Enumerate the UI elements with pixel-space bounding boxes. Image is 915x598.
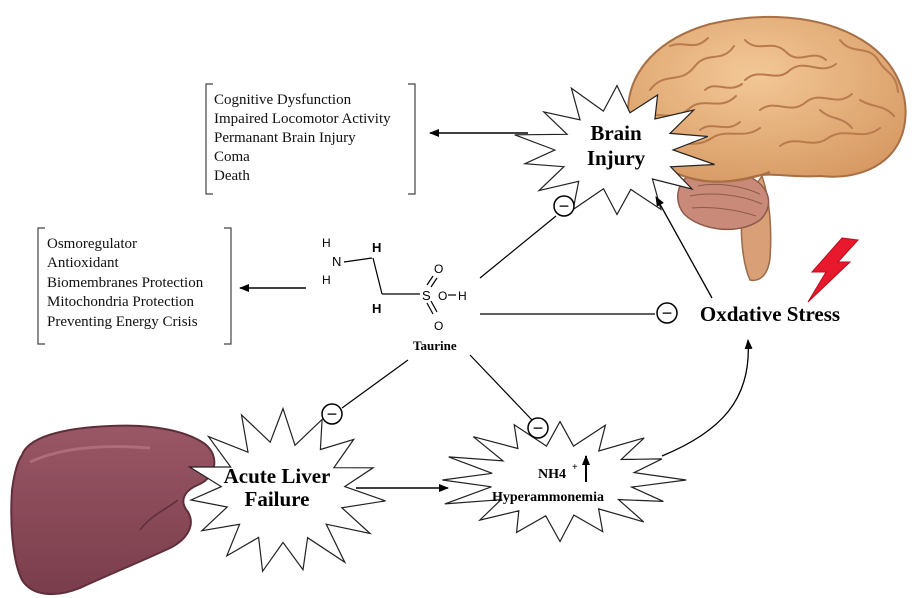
- atom-n: N: [332, 254, 341, 269]
- brain-injury-burst: [514, 84, 715, 216]
- brain-effects-list: Cognitive Dysfunction Impaired Locomotor…: [205, 83, 416, 195]
- atom-o: O: [438, 289, 447, 303]
- svg-text:−: −: [662, 303, 673, 323]
- brain-effect-item: Coma: [214, 149, 250, 165]
- nh4-charge: +: [572, 462, 578, 473]
- lightning-icon: [807, 237, 860, 303]
- inhibition-icon: −: [321, 403, 343, 425]
- atom-o: O: [434, 319, 443, 333]
- hyperammonemia-label: NH4 + Hyperammonemia: [492, 455, 604, 505]
- brain-effect-item: Death: [214, 168, 250, 184]
- arrow-hyper-to-oxidative: [661, 339, 753, 457]
- nh4-label: NH4: [538, 467, 566, 482]
- svg-text:Injury: Injury: [587, 146, 646, 170]
- atom-s: S: [422, 288, 431, 303]
- taurine-label: Taurine: [413, 338, 457, 353]
- atom-o: O: [434, 262, 443, 276]
- svg-text:Acute Liver: Acute Liver: [224, 464, 331, 488]
- taurine-role-item: Biomembranes Protection: [47, 275, 204, 291]
- atom-h: H: [372, 240, 381, 255]
- arrow-oxidative-to-brain: [655, 196, 713, 299]
- taurine-role-item: Osmoregulator: [47, 236, 137, 252]
- acute-liver-failure-burst: [187, 406, 386, 573]
- brain-effect-item: Cognitive Dysfunction: [214, 92, 352, 108]
- svg-text:Brain: Brain: [590, 121, 642, 145]
- atom-h: H: [322, 273, 331, 287]
- inhibition-icon: −: [656, 302, 678, 324]
- taurine-roles-list: Osmoregulator Antioxidant Biomembranes P…: [37, 227, 232, 345]
- hyperammonemia-burst: [442, 420, 687, 543]
- brain-effect-item: Impaired Locomotor Activity: [214, 111, 391, 127]
- hyperammonemia-text: Hyperammonemia: [492, 490, 604, 505]
- liver-illustration: [10, 424, 216, 596]
- taurine-role-item: Mitochondria Protection: [47, 294, 195, 310]
- svg-text:−: −: [559, 196, 570, 216]
- svg-text:Failure: Failure: [245, 487, 310, 511]
- taurine-role-item: Preventing Energy Crisis: [47, 314, 198, 330]
- inhibit-taurine-brain: [479, 215, 557, 279]
- taurine-structure: H N H H H S O O O H Taurine: [322, 236, 467, 353]
- atom-h: H: [458, 289, 467, 303]
- atom-h: H: [372, 301, 381, 316]
- brain-effect-item: Permanant Brain Injury: [214, 130, 356, 146]
- acute-liver-failure-label: Acute Liver Failure: [224, 464, 331, 511]
- brain-injury-label: Brain Injury: [587, 121, 646, 170]
- svg-text:−: −: [327, 404, 338, 424]
- inhibition-icon: −: [553, 195, 575, 217]
- svg-text:−: −: [533, 418, 544, 438]
- atom-h: H: [322, 236, 331, 250]
- inhibit-taurine-liver: [341, 359, 409, 409]
- inhibition-icon: −: [527, 417, 549, 439]
- oxidative-stress-label: Oxdative Stress: [700, 302, 840, 326]
- inhibit-taurine-hyper: [469, 354, 533, 421]
- taurine-role-item: Antioxidant: [47, 255, 119, 271]
